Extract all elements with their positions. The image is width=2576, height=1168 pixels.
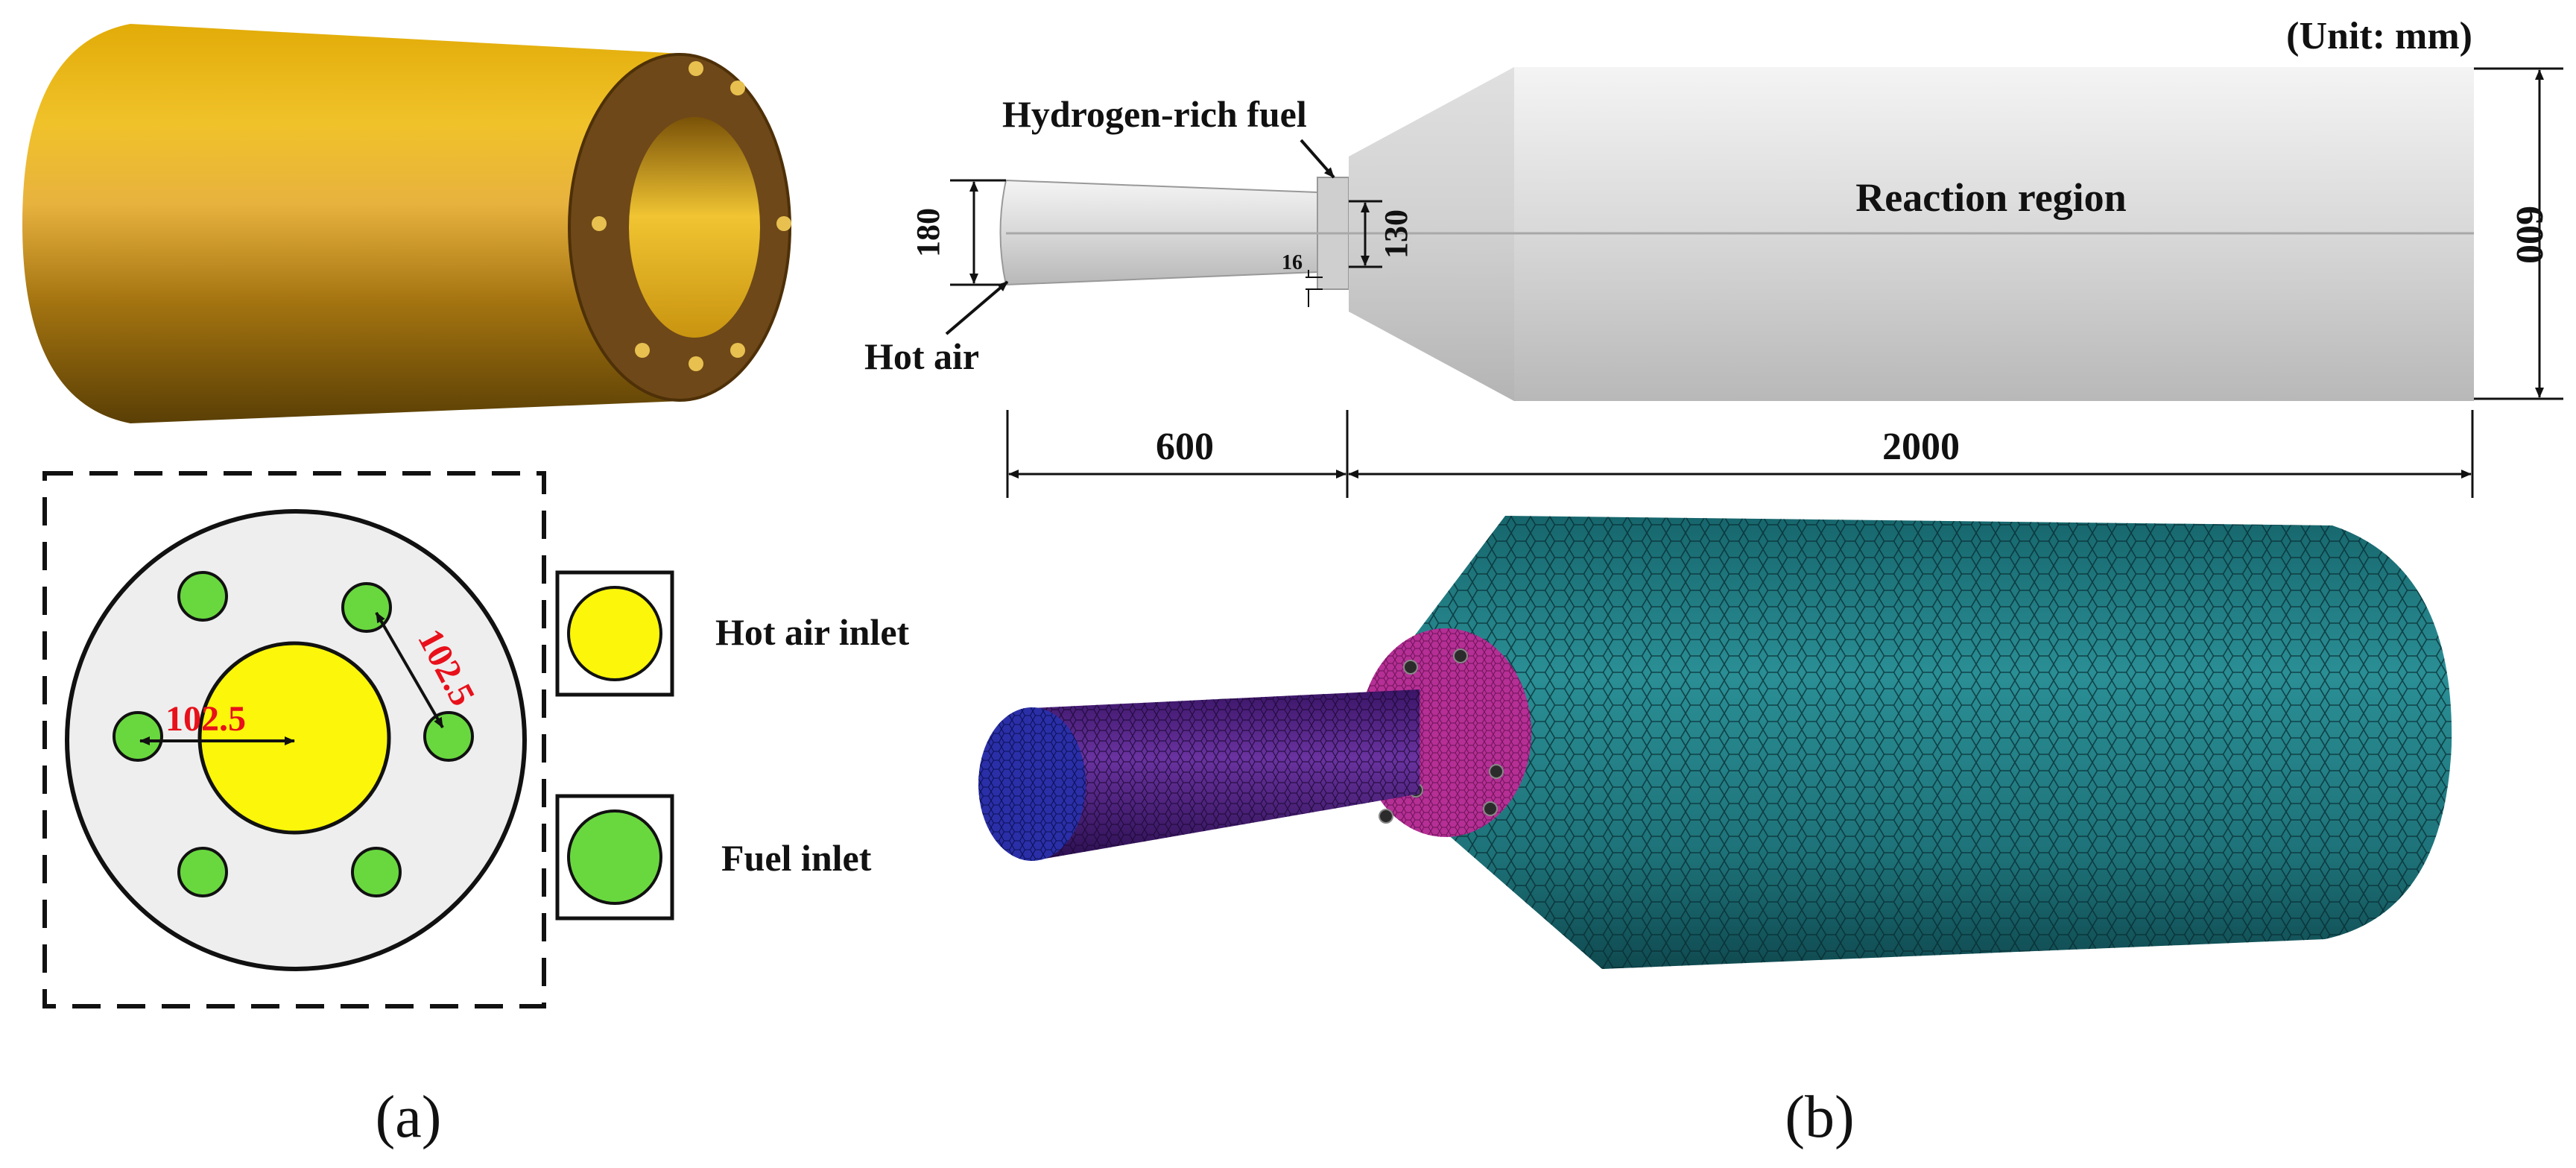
dim-130-label: 130 (1378, 209, 1414, 259)
air-pointer (945, 280, 1009, 335)
cross-section-box (42, 471, 546, 1008)
dim-chamber-2000-label: 2000 (1882, 426, 1960, 468)
dim-16-label: 16 (1282, 251, 1303, 274)
air-label: Hot air (864, 335, 979, 377)
fuel-pointer (1300, 139, 1335, 179)
legend-fuel-label: Fuel inlet (721, 837, 872, 879)
legend-fuel-swatch (567, 809, 662, 905)
dim-inlet-600-label: 600 (1156, 426, 1214, 468)
dim-180-label: 180 (910, 208, 946, 257)
spacing-dimension-line (375, 611, 444, 729)
panel-a: 102.5 102.5 Hot air inlet Fuel inlet (a) (22, 24, 910, 1150)
unit-label: (Unit: mm) (2286, 15, 2472, 57)
combustor-2d-geometry (999, 67, 2474, 401)
region-label: Reaction region (1855, 175, 2126, 220)
burner-3d-model (22, 24, 791, 423)
fuel-label: Hydrogen-rich fuel (1002, 93, 1307, 135)
caption-b: (b) (1785, 1085, 1854, 1150)
panel-b: (Unit: mm) Hydrogen-rich fuel Hot air Re… (864, 15, 2563, 1150)
caption-a: (a) (376, 1085, 442, 1150)
dim-outer-600-label: 600 (2508, 206, 2551, 264)
legend-air-label: Hot air inlet (715, 611, 910, 653)
radius-dimension-label: 102.5 (165, 699, 246, 739)
fuel-port-dots (592, 61, 791, 371)
legend-air-swatch (567, 586, 662, 681)
combustor-mesh-model (978, 516, 2452, 969)
